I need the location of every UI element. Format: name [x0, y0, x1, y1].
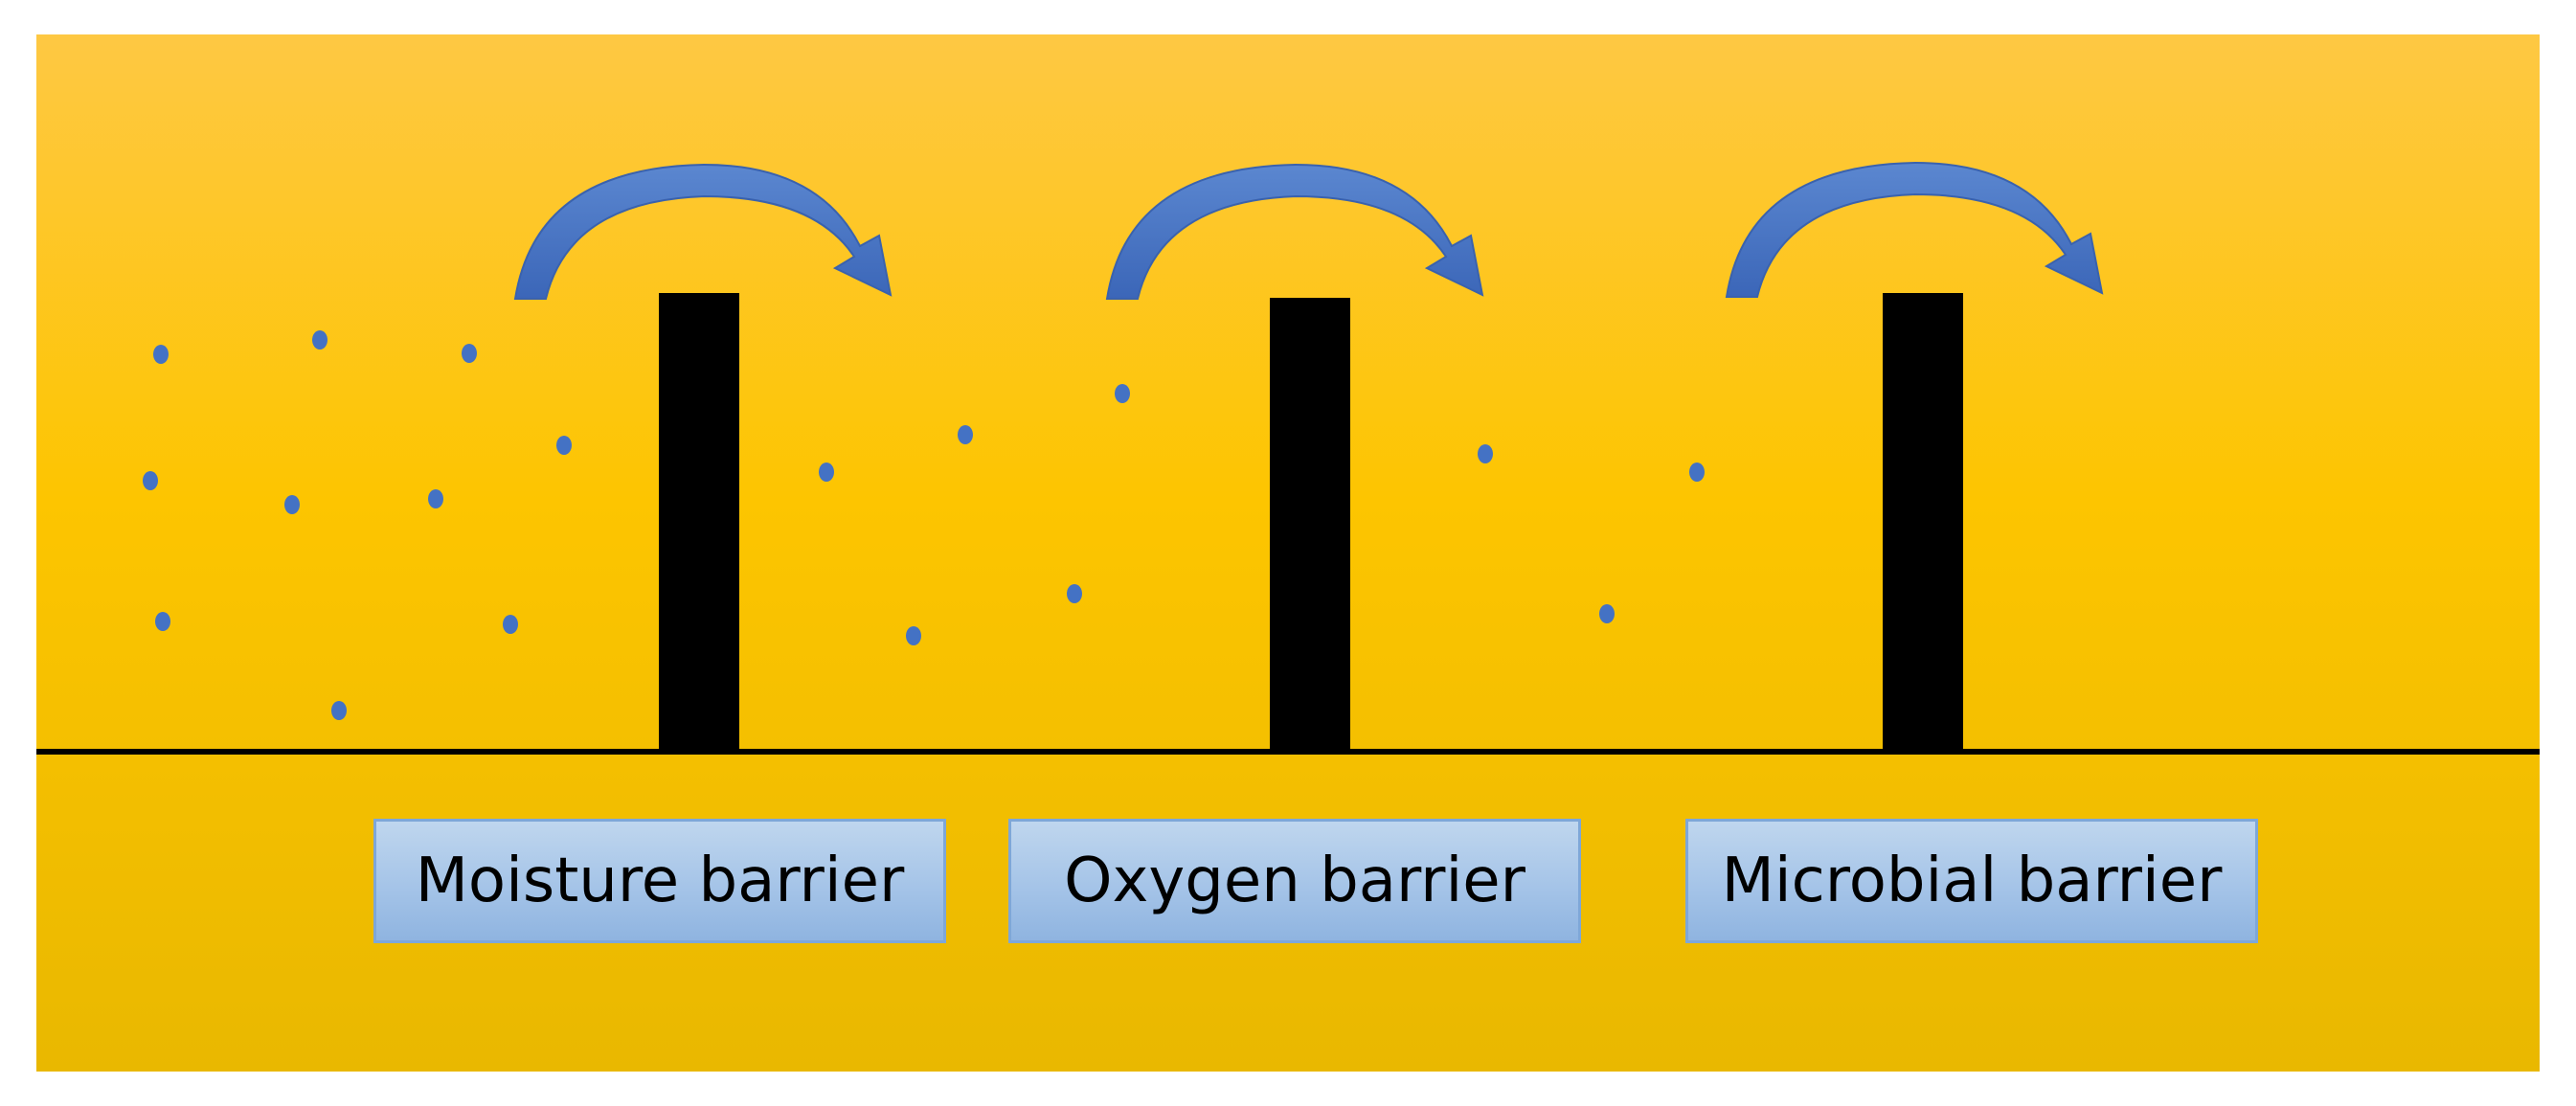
oxygen-barrier-label: Oxygen barrier: [1008, 819, 1581, 943]
curved-arrow-icon: [1105, 163, 1484, 300]
molecule-dot-icon: [503, 615, 518, 634]
molecule-dot-icon: [155, 612, 170, 631]
particles: [143, 330, 1705, 720]
molecule-dot-icon: [284, 495, 300, 514]
molecule-dot-icon: [153, 345, 169, 364]
molecule-dot-icon: [906, 626, 921, 645]
molecule-dot-icon: [1478, 444, 1493, 463]
molecule-dot-icon: [428, 489, 443, 508]
curved-arrow-icon: [513, 163, 893, 300]
molecule-dot-icon: [1689, 463, 1705, 482]
molecule-dot-icon: [331, 701, 347, 720]
molecule-dot-icon: [143, 471, 158, 490]
molecule-dot-icon: [312, 330, 328, 350]
molecule-dot-icon: [462, 344, 477, 363]
curved-arrow-icon: [1725, 161, 2104, 298]
moisture-barrier-label: Moisture barrier: [373, 819, 946, 943]
barrier-post-moisture: [659, 293, 739, 752]
molecule-dot-icon: [819, 463, 834, 482]
microbial-barrier-label: Microbial barrier: [1685, 819, 2258, 943]
molecule-dot-icon: [1599, 604, 1615, 623]
molecule-dot-icon: [958, 425, 973, 444]
molecule-dot-icon: [1115, 384, 1130, 403]
barrier-post-microbial: [1883, 293, 1963, 752]
barrier-post-oxygen: [1270, 298, 1350, 752]
molecule-dot-icon: [1067, 584, 1082, 603]
molecule-dot-icon: [556, 436, 572, 455]
